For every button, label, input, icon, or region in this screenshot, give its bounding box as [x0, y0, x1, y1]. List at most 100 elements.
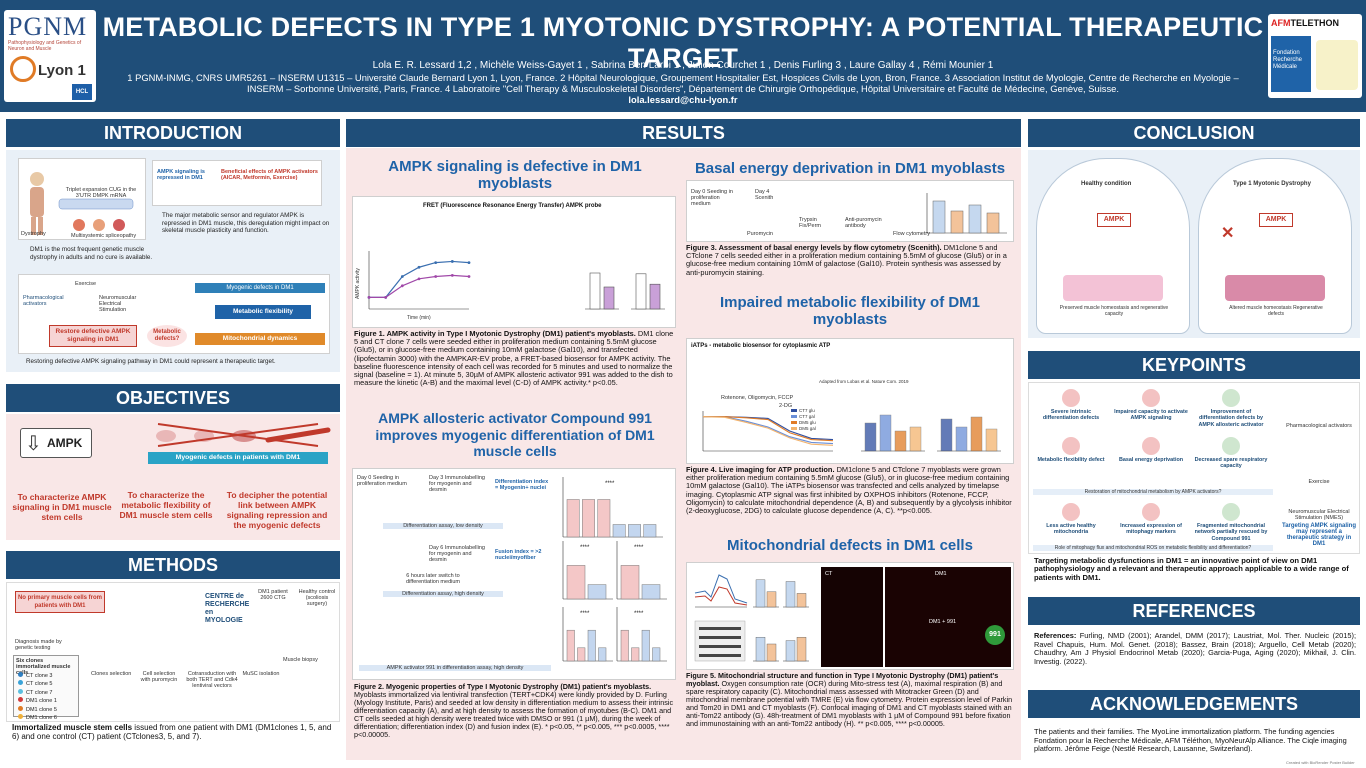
- fig4-caption-bold: Figure 4. Live imaging for ATP productio…: [686, 465, 835, 474]
- keypoint-item: Fragmented mitochondrial network partial…: [1193, 503, 1269, 542]
- fig5-bar: [766, 591, 777, 608]
- intro-label-triplet: Triplet expansion CUG in the 3'UTR DMPK …: [65, 187, 137, 199]
- intro-note-ampk-sensor: The major metabolic sensor and regulator…: [162, 212, 330, 234]
- metabolic-flexibility-band: Metabolic flexibility: [215, 305, 311, 319]
- fig5-blot-band: [699, 645, 741, 648]
- myogenic-defects-arrow: Myogenic defects in DM1: [195, 283, 325, 293]
- contact-email[interactable]: lola.lessard@chu-lyon.fr: [628, 94, 738, 105]
- fig5-blot-band: [699, 627, 741, 630]
- fig2-day6-label: Day 6 Immunolabelling for myogenin and d…: [429, 545, 485, 563]
- ampk-label: AMPK: [47, 436, 83, 450]
- fig2-significance: ****: [580, 611, 590, 617]
- objective-1: To characterize AMPK signaling in DM1 mu…: [12, 492, 112, 522]
- fig4-legend-swatch: [791, 409, 797, 412]
- keypoint-label: Metabolic flexibility defect: [1037, 457, 1105, 463]
- confocal-image-dm1: DM1 DM1 + 991 991: [885, 567, 1011, 667]
- fig3-bar: [950, 210, 964, 234]
- intro-note-restoring: Restoring defective AMPK signaling pathw…: [26, 358, 276, 365]
- fig2-day3-label: Day 3 Immunolabelling for myogenin and d…: [429, 475, 485, 493]
- fig5-caption-text: Oxygen consumption rate (OCR) during Mit…: [686, 679, 1013, 728]
- fig2-bar: [612, 524, 626, 538]
- fig2-bar: [631, 647, 640, 662]
- confocal-image-ct: CT: [821, 567, 883, 667]
- fig1-bar: [603, 286, 615, 310]
- keypoint-label: Fragmented mitochondrial network partial…: [1194, 523, 1268, 542]
- healthy-condition-diagram: Healthy condition AMPK Preserved muscle …: [1036, 158, 1190, 334]
- fig4-2dg-label: 2-DG: [779, 403, 793, 409]
- fig4-probe-title: iATPs - metabolic biosensor for cytoplas…: [691, 343, 831, 349]
- fig4-bar: [940, 418, 953, 452]
- keypoint-icon: [1142, 503, 1160, 521]
- introduction-heading: INTRODUCTION: [6, 119, 340, 147]
- fig4-legend-swatch: [791, 421, 797, 424]
- fig1-data-point: [400, 284, 404, 288]
- fig1-data-point: [384, 296, 388, 299]
- fig2-caption: Figure 2. Myogenic properties of Type I …: [354, 683, 674, 739]
- keypoint-label: Less active healthy mitochondria: [1046, 523, 1096, 536]
- fig2-switch-label: 6 hours later switch to differentiation …: [405, 573, 460, 585]
- objective-3: To decipher the potential link between A…: [226, 490, 328, 530]
- fig5-caption: Figure 5. Mitochondrial structure and fu…: [686, 672, 1014, 728]
- fig3-caption-bold: Figure 3. Assessment of basal energy lev…: [686, 243, 942, 252]
- fig3-caption-text: DM1clone 5 and CTclone 7 cells seeded ei…: [686, 243, 1007, 277]
- keypoint-icon: [1062, 503, 1080, 521]
- fig2-bar: [652, 647, 661, 662]
- healthy-condition-label: Healthy condition: [1081, 181, 1132, 187]
- clone-color-dot: [18, 672, 23, 677]
- clone-color-dot: [18, 697, 23, 703]
- lyon1-logo-text: Lyon 1: [38, 62, 86, 79]
- fig1-figure: FRET (Fluorescence Resonance Energy Tran…: [352, 196, 676, 328]
- clone-list-item: DM1 clone 5: [18, 705, 78, 714]
- fig2-bar: [598, 647, 607, 662]
- keypoint-item: Less active healthy mitochondria: [1033, 503, 1109, 536]
- intro-label-exercise: Exercise: [75, 281, 97, 287]
- fig4-legend-label: DM5 gal: [799, 426, 816, 431]
- fig3-bar: [968, 204, 982, 234]
- confocal-label-ct: CT: [825, 571, 833, 577]
- keypoint-side-targeting: Targeting AMPK signaling may represent a…: [1281, 523, 1356, 547]
- acknowledgements-text: The patients and their families. The Myo…: [1034, 727, 1347, 754]
- ampk-healthy-box: AMPK: [1097, 213, 1131, 227]
- ampk-box: ⇩ AMPK: [20, 428, 92, 458]
- objectives-cell-illustration: [148, 420, 334, 450]
- pgnm-logo-subtitle: Pathophysiology and Genetics of Neuron a…: [8, 40, 82, 52]
- clone-color-dot: [18, 705, 23, 711]
- telethon-text: TELETHON: [1290, 18, 1340, 28]
- hcl-logo: HCL: [72, 84, 92, 100]
- fig5-bar: [785, 640, 796, 662]
- fig5-figure: CT DM1 DM1 + 991 991: [686, 562, 1014, 670]
- ampk-dm1-box: AMPK: [1259, 213, 1293, 227]
- keypoint-label: Decreased spare respiratory capacity: [1194, 457, 1268, 470]
- fig5-blot-band: [699, 636, 741, 639]
- fig5-heading: Mitochondrial defects in DM1 cells: [727, 537, 973, 554]
- compound-991-badge: 991: [985, 625, 1005, 645]
- keypoint-icon: [1142, 437, 1160, 455]
- keypoint-item: Improvement of differentiation defects b…: [1193, 389, 1269, 428]
- centre-myologie-logo: CENTRE de RECHERCHE en MYOLOGIE: [205, 593, 250, 624]
- fig1-data-point: [450, 273, 454, 277]
- fig2-bar: [643, 524, 657, 538]
- clone-label: CT clone 5: [26, 681, 53, 688]
- keypoint-label: Increased expression of mitophagy marker…: [1120, 523, 1182, 536]
- fig4-bar: [909, 426, 922, 452]
- fig4-bar: [894, 430, 907, 452]
- fig2-bar: [620, 629, 629, 662]
- dm1-condition-label: Type 1 Myotonic Dystrophy: [1233, 181, 1311, 187]
- introduction-panel: Dystrophy Multisystemic spliceopathy Tri…: [6, 150, 340, 372]
- methods-label-cell-selection: Cell selection with puromycin: [140, 671, 178, 683]
- fig5-ocr-line: [694, 574, 748, 604]
- methods-caption-text: issued from one patient with DM1 (DM1clo…: [12, 723, 332, 741]
- fig4-series-line: [702, 416, 834, 446]
- keypoint-item: Severe intrinsic differentiation defects: [1033, 389, 1109, 422]
- clone-label: DM1 clone 1: [26, 698, 57, 705]
- references-text: References: Furling, NMD (2001); Arandel…: [1034, 631, 1356, 666]
- fig3-step-antibody: Anti-puromycin antibody: [845, 217, 882, 229]
- restore-ampk-box: Restore defective AMPK signaling in DM1: [49, 325, 137, 347]
- mitochondrial-dynamics-band: Mitochondrial dynamics: [195, 333, 325, 345]
- afm-telethon-logo: AFMTELETHON: [1271, 18, 1339, 28]
- fig5-bar: [755, 636, 766, 662]
- fig1-bar: [649, 283, 661, 310]
- fig3-bar: [986, 212, 1000, 234]
- fig1-bar: [589, 272, 601, 310]
